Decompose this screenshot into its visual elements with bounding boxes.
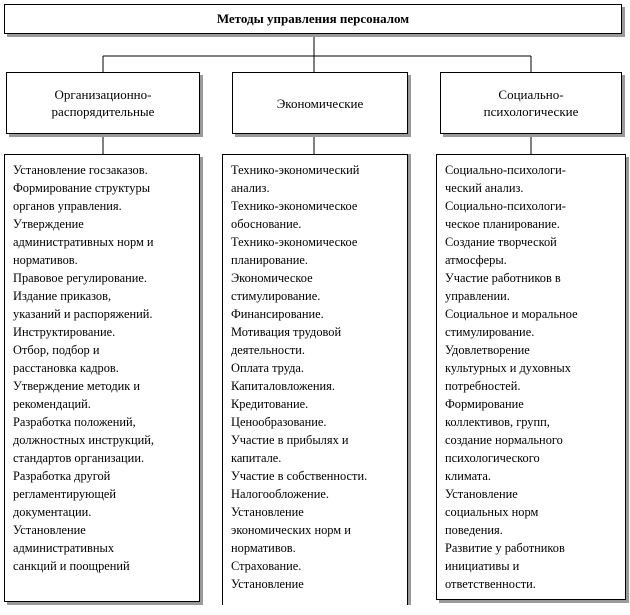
method-item: Удовлетворение [445, 343, 530, 357]
method-item: указаний и распоряжений. [13, 307, 153, 321]
method-item: Формирование структуры [13, 181, 151, 195]
method-item: должностных инструкций, [13, 433, 154, 447]
method-item: Правовое регулирование. [13, 271, 147, 285]
method-item: Установление [13, 523, 86, 537]
method-item: Социально-психологи- [445, 163, 566, 177]
method-item: Технико-экономическое [231, 235, 358, 249]
method-item: Кредитование. [231, 397, 309, 411]
method-item: атмосферы. [445, 253, 507, 267]
method-item: культурных и духовных [445, 361, 571, 375]
method-list-econ: Технико-экономический анализ. Технико-экон… [222, 154, 408, 605]
method-item: органов управления. [13, 199, 122, 213]
method-item: нормативов. [13, 253, 78, 267]
method-item: расстановка кадров. [13, 361, 119, 375]
method-item: Участие в прибылях и [231, 433, 349, 447]
method-item: создание нормального [445, 433, 563, 447]
method-item: экономических норм и [231, 523, 351, 537]
method-item: климата. [445, 469, 491, 483]
method-item: административных [13, 541, 115, 555]
method-item: Установление [231, 505, 304, 519]
method-list-org: Установление госзаказов. Формирование стр… [4, 154, 200, 602]
method-item: Ценообразование. [231, 415, 327, 429]
method-item: Социально-психологи- [445, 199, 566, 213]
method-item: Разработка положений, [13, 415, 136, 429]
method-item: Участие работников в [445, 271, 561, 285]
method-item: Финансирование. [231, 307, 324, 321]
method-item: санкций и поощрений [13, 559, 130, 573]
category-header-org-line: Организационно- [54, 87, 152, 102]
method-item: ответственности. [445, 577, 536, 591]
method-item: Налогообложение. [231, 487, 329, 501]
method-item: потребностей. [445, 379, 521, 393]
method-item: нормативов. [231, 541, 296, 555]
method-item: Социальное и моральное [445, 307, 578, 321]
diagram-title-text: Методы управления персоналом [216, 11, 410, 26]
method-item: Установление [231, 577, 304, 591]
method-item: Участие в собственности. [231, 469, 368, 483]
method-item: стимулирование. [231, 289, 321, 303]
method-item: Развитие у работников [445, 541, 565, 555]
method-item: поведения. [445, 523, 503, 537]
method-item: деятельности. [231, 343, 306, 357]
method-item: административных норм и [13, 235, 154, 249]
method-item: Инструктирование. [13, 325, 116, 339]
method-item: Установление [445, 487, 518, 501]
method-item: ческое планирование. [445, 217, 560, 231]
category-header-econ: Экономические [232, 72, 408, 134]
method-item: Оплата труда. [231, 361, 305, 375]
method-item: Мотивация трудовой [231, 325, 342, 339]
method-item: Капиталовложения. [231, 379, 335, 393]
method-item: коллективов, групп, [445, 415, 550, 429]
category-header-econ-line: Экономические [276, 95, 364, 111]
method-item: ческий анализ. [445, 181, 524, 195]
method-item: документации. [13, 505, 92, 519]
category-header-soc: Социально- психологические [440, 72, 622, 134]
method-item: капитале. [231, 451, 282, 465]
method-item: Формирование [445, 397, 524, 411]
method-item: регламентирующей [13, 487, 117, 501]
method-item: Создание творческой [445, 235, 557, 249]
category-header-org-line: распорядительные [51, 104, 155, 119]
method-item: анализ. [231, 181, 270, 195]
method-item: стимулирование. [445, 325, 535, 339]
method-item: Технико-экономическое [231, 199, 358, 213]
method-item: стандартов организации. [13, 451, 145, 465]
method-list-soc: Социально-психологи-ческий анализ. Социал… [436, 154, 626, 600]
method-item: планирование. [231, 253, 309, 267]
category-header-org: Организационно- распорядительные [6, 72, 200, 134]
method-item: управлении. [445, 289, 510, 303]
method-item: Экономическое [231, 271, 313, 285]
method-item: Утверждение [13, 217, 84, 231]
method-item: психологического [445, 451, 540, 465]
method-item: Издание приказов, [13, 289, 112, 303]
method-item: Утверждение методик и [13, 379, 140, 393]
method-item: инициативы и [445, 559, 520, 573]
diagram-title: Методы управления персоналом [4, 4, 622, 34]
method-item: социальных норм [445, 505, 539, 519]
category-header-soc-line: Социально- [498, 87, 564, 102]
category-header-soc-line: психологические [483, 104, 579, 119]
method-item: Отбор, подбор и [13, 343, 100, 357]
method-item: Технико-экономический [231, 163, 360, 177]
method-item: обоснование. [231, 217, 302, 231]
method-item: Установление госзаказов. [13, 163, 148, 177]
method-item: Страхование. [231, 559, 302, 573]
method-item: рекомендаций. [13, 397, 91, 411]
method-item: Разработка другой [13, 469, 111, 483]
